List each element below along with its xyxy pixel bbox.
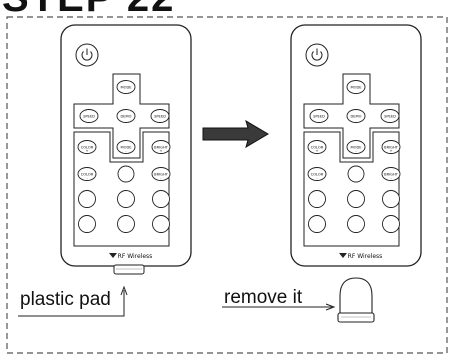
blank-button: [382, 190, 400, 208]
plastic-pad: [113, 264, 145, 275]
color-button-1: [77, 140, 97, 154]
demo-button-label: DEMO: [351, 115, 362, 119]
speed-button-right: [380, 109, 400, 123]
bright-button-1: [381, 140, 401, 154]
mode-button-top-label: MODE: [351, 86, 363, 90]
brand-label: RF Wireless: [348, 253, 383, 260]
speed-button-left: [79, 109, 99, 123]
bright-button-1-label: BRIGHT: [384, 146, 399, 150]
bright-button-2-sub: -: [160, 176, 162, 180]
keypad-panel: [73, 131, 170, 247]
mode-button-top: [116, 80, 136, 94]
speed-button-right: [150, 109, 170, 123]
color-button-2-label: COLOR: [311, 173, 324, 177]
blank-button: [78, 190, 96, 208]
blank-button: [347, 165, 365, 183]
bright-button-1-sub: +: [159, 149, 162, 153]
mode-button-top-label: MODE: [121, 86, 133, 90]
leader-line-left: [18, 290, 125, 317]
wifi-icon: [109, 253, 117, 258]
power-icon: [81, 51, 93, 61]
bright-button-2-label: BRIGHT: [384, 173, 399, 177]
keypad-panel: [303, 131, 400, 247]
blank-button: [308, 190, 326, 208]
power-icon: [311, 51, 323, 61]
color-button-2: [307, 167, 327, 181]
removed-pad: [337, 277, 375, 323]
bright-button-1-label: BRIGHT: [154, 146, 169, 150]
color-button-1-label: COLOR: [81, 146, 94, 150]
speed-button-right-label: SPEED: [384, 115, 396, 119]
color-button-2: [77, 167, 97, 181]
cross-panel: [303, 73, 400, 159]
blank-button: [78, 215, 96, 233]
blank-button: [347, 190, 365, 208]
color-button-2-label: COLOR: [81, 173, 94, 177]
color-button-2-sub: -: [86, 176, 88, 180]
blank-button: [117, 190, 135, 208]
caption-plastic-pad: plastic pad: [20, 289, 111, 310]
mode-button-bottom-label: MODE: [121, 146, 133, 150]
blank-button: [117, 165, 135, 183]
speed-button-right-label: SPEED: [154, 115, 166, 119]
dashed-frame: [6, 16, 448, 354]
speed-button-left-label: SPEED: [83, 115, 95, 119]
wifi-icon: [339, 253, 347, 258]
mode-button-bottom: [346, 140, 366, 154]
mode-button-bottom-sub: -: [355, 149, 357, 153]
brand-label: RF Wireless: [118, 253, 153, 260]
blank-button: [152, 215, 170, 233]
demo-button: [116, 109, 136, 123]
color-button-1-sub: +: [85, 149, 88, 153]
mode-button-top: [346, 80, 366, 94]
step-heading: STEP 22: [2, 0, 175, 18]
arrow-right-icon: [202, 119, 269, 149]
speed-button-left-label: SPEED: [313, 115, 325, 119]
cross-panel: [73, 73, 170, 159]
speed-button-left: [309, 109, 329, 123]
blank-button: [117, 215, 135, 233]
bright-button-2-label: BRIGHT: [154, 173, 169, 177]
blank-button: [308, 215, 326, 233]
caption-remove-it: remove it: [224, 287, 303, 308]
demo-button-label: DEMO: [121, 115, 132, 119]
bright-button-2: [381, 167, 401, 181]
demo-button: [346, 109, 366, 123]
mode-button-bottom-label: MODE: [351, 146, 363, 150]
mode-button-bottom-sub: -: [125, 149, 127, 153]
blank-button: [347, 215, 365, 233]
mode-button-bottom: [116, 140, 136, 154]
bright-button-2: [151, 167, 171, 181]
color-button-1-sub: +: [315, 149, 318, 153]
blank-button: [152, 190, 170, 208]
blank-button: [382, 215, 400, 233]
color-button-1-label: COLOR: [311, 146, 324, 150]
color-button-2-sub: -: [316, 176, 318, 180]
color-button-1: [307, 140, 327, 154]
bright-button-2-sub: -: [390, 176, 392, 180]
bright-button-1-sub: +: [389, 149, 392, 153]
bright-button-1: [151, 140, 171, 154]
